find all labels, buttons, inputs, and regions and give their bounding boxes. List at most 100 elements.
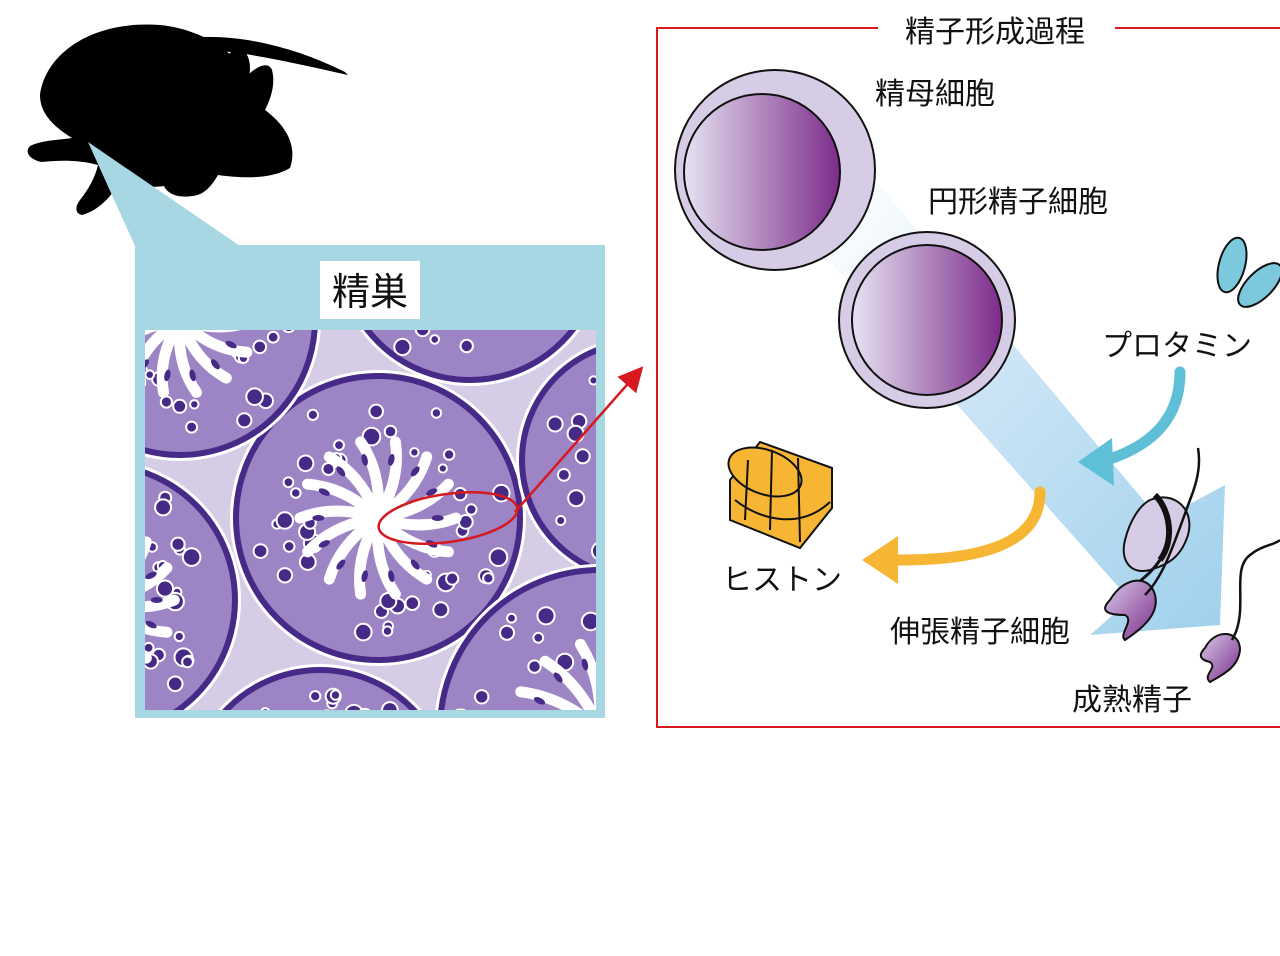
germ-cell xyxy=(66,695,79,708)
mature-sperm-cell xyxy=(1199,539,1280,684)
germ-cell xyxy=(266,330,280,344)
tubule xyxy=(0,466,241,710)
germ-cell xyxy=(640,603,650,613)
lumen-sperm-head xyxy=(552,776,564,789)
lumen-sperm-head xyxy=(225,340,237,349)
germ-cell xyxy=(499,624,515,641)
lumen-sperm-head xyxy=(150,597,163,603)
germ-cell xyxy=(368,403,385,420)
germ-cell xyxy=(5,546,17,558)
lumen-sperm-tail xyxy=(84,528,101,592)
lumen-sperm-head xyxy=(361,454,368,466)
germ-cell xyxy=(543,794,554,805)
germ-cell xyxy=(455,708,466,710)
germ-cell xyxy=(603,814,615,826)
germ-cell xyxy=(522,181,531,190)
panel-title: 精子形成過程 xyxy=(905,15,1085,50)
germ-cell xyxy=(460,153,473,166)
germ-cell xyxy=(437,463,448,474)
lumen-sperm-head xyxy=(122,339,135,350)
germ-cell xyxy=(409,447,420,458)
germ-cell xyxy=(683,732,700,749)
germ-cell xyxy=(681,739,692,750)
germ-cell xyxy=(0,610,14,625)
germ-cell xyxy=(442,448,456,461)
germ-cell xyxy=(262,739,278,755)
germ-cell xyxy=(645,820,657,832)
germ-cell xyxy=(685,438,696,449)
tubule xyxy=(218,664,422,921)
germ-cell xyxy=(320,911,330,921)
lumen-sperm-head xyxy=(527,727,539,733)
lumen-sperm-tail xyxy=(33,568,94,595)
lumen-sperm-tail xyxy=(145,594,180,613)
germ-cell xyxy=(705,806,722,823)
histone-icon xyxy=(727,440,833,550)
tubule xyxy=(360,139,580,386)
germ-cell xyxy=(639,546,653,560)
lumen-sperm-head xyxy=(42,619,55,630)
lumen-sperm-head xyxy=(410,559,420,570)
germ-cell xyxy=(363,197,371,205)
germ-cell xyxy=(425,171,440,186)
germ-cell xyxy=(699,713,717,731)
process-panel-frame xyxy=(656,27,1280,728)
germ-cell xyxy=(467,182,479,194)
germ-cell xyxy=(166,675,184,693)
germ-cell xyxy=(260,707,271,710)
germ-cell xyxy=(236,412,253,429)
seminiferous-tubule-section xyxy=(0,139,735,921)
germ-cell xyxy=(402,786,410,794)
germ-cell xyxy=(372,223,389,240)
germ-cell xyxy=(660,691,676,707)
lumen-sperm-head xyxy=(654,695,667,706)
lumen-sperm-tail xyxy=(603,737,655,799)
germ-cell xyxy=(181,655,194,669)
germ-cell xyxy=(155,579,175,598)
protamine-arrow xyxy=(1094,366,1186,468)
germ-cell xyxy=(676,823,687,834)
germ-cell xyxy=(419,171,428,180)
lumen-sperm-head xyxy=(83,649,92,662)
germ-cell xyxy=(429,334,441,345)
germ-cell xyxy=(275,511,294,530)
germ-cell xyxy=(445,571,460,586)
germ-cell xyxy=(536,606,556,626)
germ-cell xyxy=(698,798,715,815)
germ-cell xyxy=(366,820,380,834)
germ-cell xyxy=(282,540,296,553)
germ-cell xyxy=(310,886,328,904)
lumen-sperm-tail xyxy=(183,330,253,358)
lumen-sperm-tail xyxy=(512,723,592,730)
lumen-sperm-head xyxy=(210,359,220,370)
germ-cell xyxy=(5,587,21,603)
germ-cell xyxy=(185,420,199,434)
germ-cell xyxy=(450,717,458,725)
germ-cell xyxy=(678,514,689,525)
lumen-sperm-tail xyxy=(372,520,401,600)
germ-cell xyxy=(594,807,607,820)
germ-cell xyxy=(406,139,423,156)
lumen-sperm-tail xyxy=(33,602,92,633)
germ-cell xyxy=(282,330,295,334)
germ-cell xyxy=(304,904,319,919)
germ-cell xyxy=(459,338,474,354)
lumen-sperm-tail xyxy=(580,737,597,816)
germ-cell xyxy=(608,371,624,387)
germ-cell xyxy=(590,844,599,853)
germ-cell xyxy=(555,515,567,526)
lumen-sperm-tail xyxy=(354,519,380,600)
lumen-sperm-head xyxy=(654,754,667,765)
germ-cell xyxy=(727,739,735,747)
germ-cell xyxy=(680,712,689,721)
germ-cell xyxy=(64,486,79,501)
germ-cell xyxy=(706,807,716,817)
lumen-sperm-tail xyxy=(355,436,384,516)
germ-cell xyxy=(102,512,113,523)
germ-cell xyxy=(697,728,710,741)
germ-cell xyxy=(461,742,475,756)
germ-cell xyxy=(145,369,155,380)
germ-cell xyxy=(668,513,681,526)
germ-cell xyxy=(557,222,568,233)
tubule xyxy=(516,344,696,576)
